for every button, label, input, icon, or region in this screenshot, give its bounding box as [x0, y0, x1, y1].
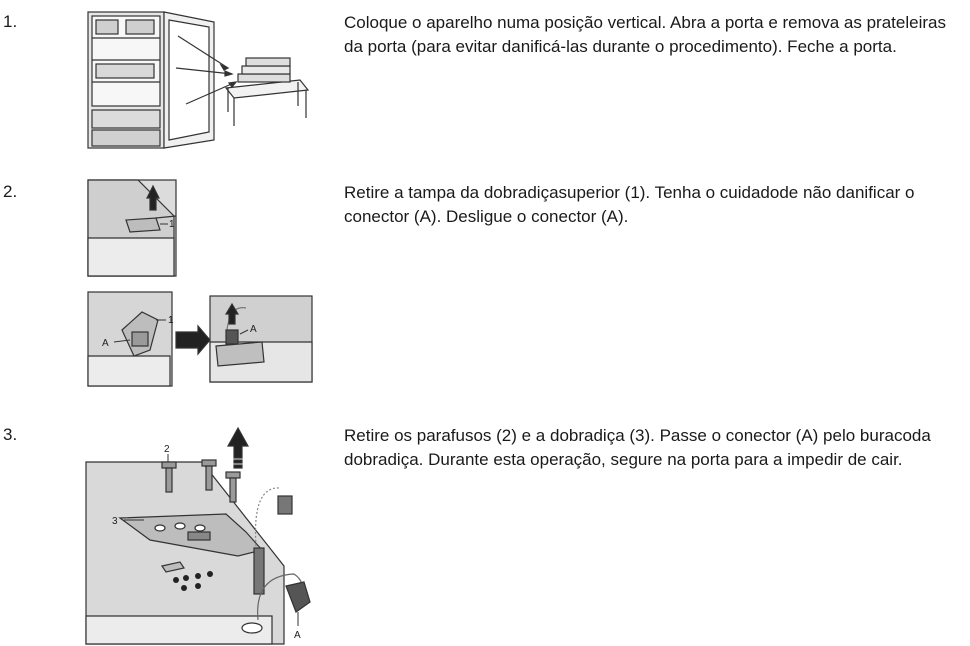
step-2-label-connector-b: A — [250, 324, 257, 335]
step-2-text: Retire a tampa da dobradiçasuperior (1).… — [344, 183, 915, 226]
step-2-illustration-top: 1 — [86, 178, 178, 278]
step-2-label-connector: A — [102, 338, 109, 349]
step-2-number: 2. — [3, 182, 18, 201]
step-2-illustration-bottom: 1 A A — [86, 290, 316, 388]
step-3-label-hinge: 3 — [112, 516, 118, 527]
step-3-illustration: 2 3 A — [84, 416, 316, 646]
step-1-illustration — [86, 8, 312, 153]
step-1-text: Coloque o aparelho numa posição vertical… — [344, 13, 946, 56]
step-2-label-part1b: 1 — [168, 315, 174, 326]
step-3-label-screws: 2 — [164, 444, 170, 455]
step-3-number: 3. — [3, 425, 18, 444]
step-3-text: Retire os parafusos (2) e a dobradiça (3… — [344, 426, 931, 469]
step-1-number: 1. — [3, 12, 18, 31]
step-2-label-part1: 1 — [169, 219, 175, 230]
step-3-label-connector: A — [294, 630, 301, 641]
